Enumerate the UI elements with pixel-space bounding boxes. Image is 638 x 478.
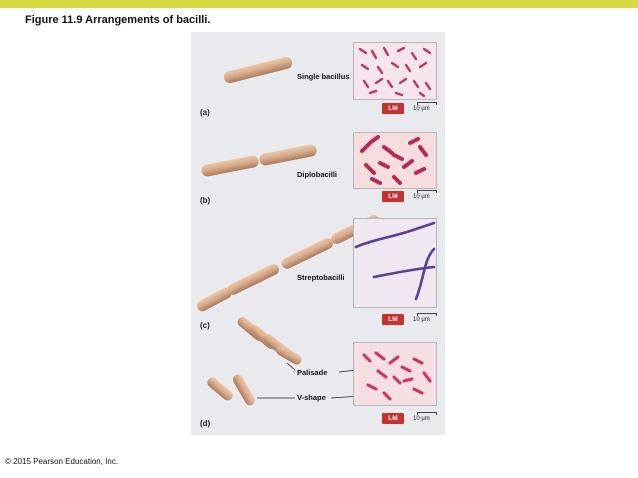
accent-bar bbox=[0, 0, 638, 8]
scale-label: 10 µm bbox=[413, 106, 430, 112]
figure-title: Figure 11.9 Arrangements of bacilli. bbox=[25, 14, 211, 26]
panel-letter-b: (b) bbox=[200, 196, 211, 205]
micrograph-palisade-v-shape bbox=[353, 342, 437, 406]
label-streptobacilli: Streptobacilli bbox=[297, 273, 345, 282]
diplobacilli-rods bbox=[201, 144, 317, 177]
scale-bar: 10 µm bbox=[413, 411, 457, 425]
micrograph-diplobacilli bbox=[353, 132, 437, 189]
label-diplobacilli: Diplobacilli bbox=[297, 170, 338, 179]
scale-bar: 10 µm bbox=[413, 101, 457, 115]
lm-badge: LM bbox=[382, 191, 404, 202]
figure-panel: LM 10 µm LM 10 µm LM 10 µm LM 10 µm (a) … bbox=[191, 32, 445, 435]
micrograph-streptobacilli bbox=[353, 218, 437, 308]
label-v-shape: V-shape bbox=[297, 393, 326, 402]
scale-bar: 10 µm bbox=[413, 312, 457, 326]
lm-badge: LM bbox=[382, 103, 404, 114]
palisade-rods bbox=[237, 316, 302, 365]
panel-letter-c: (c) bbox=[200, 321, 210, 330]
lm-badge: LM bbox=[382, 413, 404, 424]
scale-label: 10 µm bbox=[413, 194, 430, 200]
label-single-bacillus: Single bacillus bbox=[297, 72, 350, 81]
single-bacillus-rod bbox=[223, 56, 293, 84]
panel-letter-a: (a) bbox=[200, 108, 210, 117]
scale-label: 10 µm bbox=[413, 416, 430, 422]
v-shape-rods bbox=[207, 374, 255, 406]
lm-badge: LM bbox=[382, 314, 404, 325]
copyright-notice: © 2015 Pearson Education, Inc. bbox=[5, 457, 119, 466]
scale-label: 10 µm bbox=[413, 317, 430, 323]
palisade-pointer bbox=[286, 362, 296, 371]
scale-bar: 10 µm bbox=[413, 189, 457, 203]
micrograph-single-bacillus bbox=[353, 42, 437, 100]
label-palisade: Palisade bbox=[297, 368, 328, 377]
panel-letter-d: (d) bbox=[200, 419, 211, 428]
